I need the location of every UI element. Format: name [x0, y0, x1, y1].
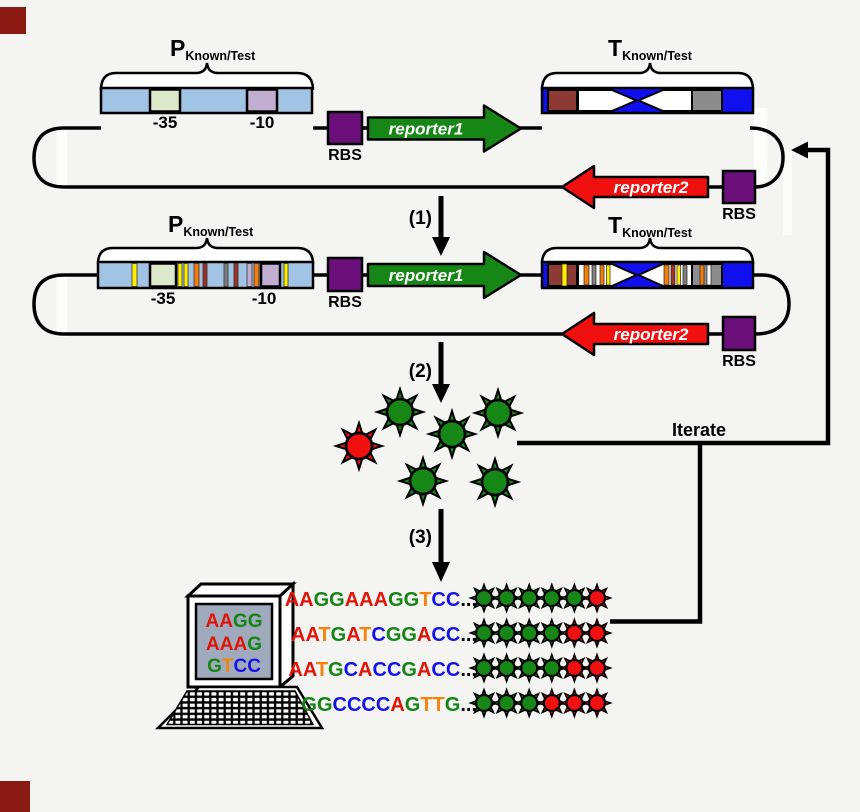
sequence-read: AATGCACCGACC... [288, 659, 477, 681]
reporter1-label: reporter1 [389, 120, 464, 139]
screen-sequence-line: GTCC [207, 656, 261, 677]
sequencing-results: AAGGAAAGGTCC... AATGATCGGACC... AATGCACC… [285, 582, 613, 719]
construct-mutated: PKnown/Test -35 -10 RBS [32, 211, 791, 370]
terminator-mutation-stripes-left [663, 264, 688, 286]
construct-original: PKnown/Test -35 -10 RBS reporter1 TKnown… [32, 35, 785, 223]
promoter-mutation-stripes [131, 263, 289, 287]
colony-red [581, 687, 613, 719]
step1-arrow: (1) [409, 196, 450, 256]
monitor-top-face [184, 582, 297, 598]
promoter-bar-mutated [96, 260, 315, 290]
colony-row [468, 582, 613, 614]
step2-arrow: (2) [409, 342, 450, 403]
minus10-label: -10 [252, 289, 277, 308]
step1-label: (1) [409, 208, 432, 229]
cell-green [468, 455, 522, 509]
terminator-brace [540, 237, 755, 265]
promoter-label: PKnown/Test [168, 211, 254, 239]
rbs-label: RBS [328, 294, 362, 311]
rbs-box [721, 315, 757, 352]
step3-label: (3) [409, 527, 432, 548]
terminator-mutation-stripes-gray [699, 264, 712, 286]
reporter1-label: reporter1 [389, 266, 464, 285]
minus35-label: -35 [153, 113, 178, 132]
iterate-line [517, 147, 831, 446]
cell-green [471, 386, 525, 440]
minus35-box [148, 262, 178, 288]
screen-sequence-line: AAAG [206, 634, 262, 655]
colony-green [490, 582, 523, 614]
cell-green [396, 454, 450, 508]
rbs-box [326, 110, 364, 146]
rbs-box [326, 256, 364, 293]
colony-green [468, 687, 500, 719]
colony-red [558, 652, 591, 684]
colony-green [468, 617, 500, 649]
keyboard-keys [165, 690, 315, 726]
step2-label: (2) [409, 361, 432, 382]
iterate-branch-line [610, 443, 703, 624]
colony-red [536, 687, 568, 719]
colony-green [468, 582, 500, 614]
rbs-label: RBS [328, 147, 362, 164]
reporter2-arrow [560, 311, 710, 357]
iterate-arrowhead [791, 141, 808, 159]
colony-red [581, 617, 613, 649]
minus10-label: -10 [250, 113, 275, 132]
watermark-corner-mark-top [0, 7, 26, 34]
reporter2-arrow [560, 164, 710, 210]
promoter-brace [99, 62, 315, 91]
terminator-arrow-right [577, 89, 638, 112]
cell-red [332, 419, 386, 473]
terminator-bar-mutated [540, 260, 755, 290]
rbs-label: RBS [722, 206, 756, 223]
plasmid-backbone-mutated [32, 273, 791, 336]
colony-red [581, 652, 613, 684]
terminator-darkred-box [547, 89, 578, 112]
terminator-brace [540, 62, 755, 91]
promoter-brace [96, 237, 315, 265]
screen-sequence-line: AAGG [205, 611, 262, 632]
minus10-box [245, 88, 279, 113]
promoter-label: PKnown/Test [170, 35, 256, 63]
colony-green [536, 652, 568, 684]
reporter1-arrow [366, 250, 523, 300]
reporter2-label: reporter2 [614, 325, 689, 344]
iterate-loop: Iterate [517, 141, 831, 624]
terminator-label: TKnown/Test [608, 212, 693, 240]
rbs-label: RBS [722, 353, 756, 370]
minus35-box [148, 88, 182, 113]
cell-green [425, 407, 479, 461]
sequence-read: AATGATCGGACC... [291, 624, 477, 646]
colony-red [581, 582, 613, 614]
computer: AAGG AAAG GTCC [154, 580, 325, 730]
reporter1-arrow [366, 104, 523, 153]
terminator-label: TKnown/Test [608, 35, 693, 63]
terminator-mutation-stripes-right [583, 264, 611, 286]
colony-green [513, 617, 545, 649]
colony-red [558, 617, 591, 649]
rbs-box [721, 169, 757, 205]
reporter2-label: reporter2 [614, 178, 689, 197]
colony-row [468, 687, 613, 719]
iterate-label: Iterate [672, 420, 726, 440]
transformed-cells-cluster [332, 385, 525, 509]
colony-row [468, 617, 613, 649]
colony-green [513, 687, 545, 719]
sequence-read: AAGGAAAGGTCC... [285, 589, 477, 611]
cell-green [373, 385, 427, 439]
minus35-label: -35 [151, 289, 176, 308]
colony-green [536, 582, 568, 614]
minus10-box [259, 262, 282, 288]
sequence-read: GGCCCCAGTTG... [301, 694, 477, 716]
monitor-screen [194, 602, 274, 681]
colony-row [468, 652, 613, 684]
terminator-bar [540, 86, 755, 115]
promoter-bar [99, 86, 314, 115]
step3-arrow: (3) [409, 509, 450, 582]
watermark-corner-mark-bottom [0, 781, 30, 812]
colony-green [468, 652, 500, 684]
terminator-gray-box [691, 89, 723, 112]
